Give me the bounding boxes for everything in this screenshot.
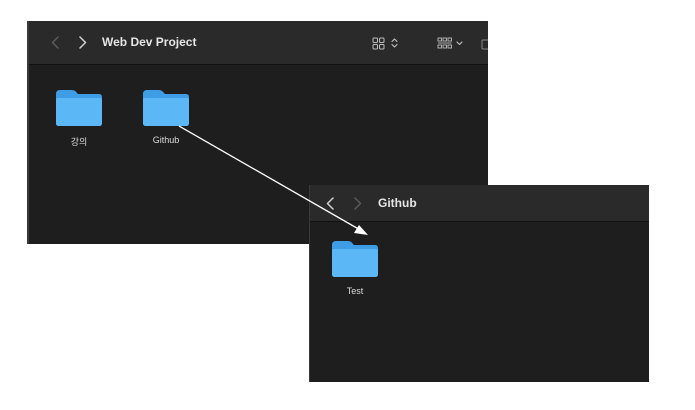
group-button[interactable] [437,21,467,64]
folder-icon [143,90,189,126]
folder-item[interactable]: Github [131,89,201,145]
folder-label: Test [346,286,364,296]
folder-item[interactable]: Test [320,240,390,296]
window-title: Github [378,196,417,210]
chevron-right-icon [79,36,87,49]
folder-icon [56,90,102,126]
view-mode-button[interactable] [372,21,402,64]
chevron-left-icon [51,36,59,49]
back-button[interactable] [43,21,67,64]
folder-item[interactable]: 강의 [44,89,114,148]
folder-icon [332,241,378,277]
finder-window-github: Github Test [309,185,649,382]
folder-content-area: 강의 Github [29,65,488,244]
share-button[interactable] [481,21,488,64]
forward-button[interactable] [346,185,370,221]
folder-content-area: Test [310,222,649,382]
chevron-right-icon [354,196,362,210]
folder-label: 강의 [70,137,88,147]
window-toolbar: Web Dev Project [29,21,488,65]
window-title: Web Dev Project [102,35,197,49]
back-button[interactable] [318,185,342,221]
forward-button[interactable] [71,21,95,64]
window-toolbar: Github [310,185,649,222]
folder-label: Github [152,135,180,145]
chevron-left-icon [326,196,334,210]
grid-view-icon [372,37,398,49]
share-icon [481,39,488,49]
group-grid-icon [437,37,463,48]
